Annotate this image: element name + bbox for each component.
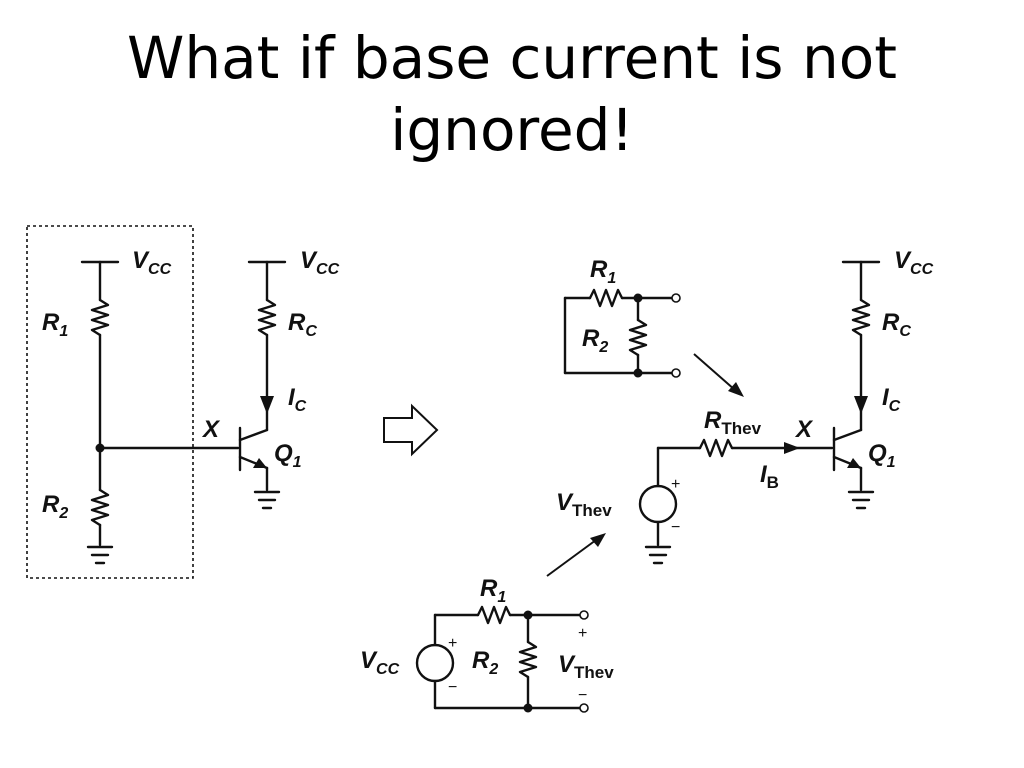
slide-title: What if base current is not ignored! <box>0 22 1024 166</box>
svg-text:VThev: VThev <box>558 651 614 682</box>
vthev-subcircuit: R1 + − VCC R2 + VThev − <box>360 533 614 713</box>
svg-text:R2: R2 <box>582 325 608 356</box>
equivalence-arrow-icon <box>383 403 439 457</box>
vcc-rail-collector-left: VCC <box>247 247 340 278</box>
svg-text:VCC: VCC <box>894 247 934 278</box>
svg-text:R2: R2 <box>472 647 498 678</box>
title-line-2: ignored! <box>390 96 634 164</box>
svg-text:IC: IC <box>882 384 901 415</box>
svg-text:VCC: VCC <box>132 247 172 278</box>
svg-text:+: + <box>578 625 587 642</box>
resistor-r1: R1 <box>42 298 110 340</box>
svg-text:VCC: VCC <box>300 247 340 278</box>
svg-text:RThev: RThev <box>704 407 762 438</box>
svg-text:R1: R1 <box>42 309 68 340</box>
svg-text:+: + <box>671 476 680 493</box>
transistor-q1-left: Q1 <box>238 426 302 472</box>
svg-text:Q1: Q1 <box>868 440 896 471</box>
vcc-rail-left: VCC <box>80 247 172 278</box>
svg-text:−: − <box>448 679 457 696</box>
svg-text:−: − <box>671 519 680 536</box>
svg-text:−: − <box>578 687 587 704</box>
thevenin-equivalent-circuit: RThev IB X + − VThev VCC RC IC Q1 <box>556 247 934 565</box>
ground-left-emitter <box>253 490 281 510</box>
svg-text:VCC: VCC <box>360 647 400 678</box>
svg-text:+: + <box>448 635 457 652</box>
svg-text:R2: R2 <box>42 491 68 522</box>
left-circuit: VCC R1 R2 X VCC RC <box>26 225 340 579</box>
ic-arrow-left: IC <box>260 384 307 415</box>
node-x-label-right: X <box>794 416 814 443</box>
svg-text:R1: R1 <box>590 256 616 287</box>
svg-text:Q1: Q1 <box>274 440 302 471</box>
svg-text:R1: R1 <box>480 575 506 606</box>
rthev-subcircuit: R1 R2 <box>563 256 744 397</box>
divider-dashed-box <box>26 225 194 579</box>
node-x-label-left: X <box>201 416 221 443</box>
svg-text:VThev: VThev <box>556 489 612 520</box>
svg-text:RC: RC <box>882 309 911 340</box>
svg-text:IB: IB <box>760 461 779 492</box>
svg-text:IC: IC <box>288 384 307 415</box>
resistor-rc-left: RC <box>257 298 317 340</box>
ground-left-divider <box>86 545 114 565</box>
svg-text:RC: RC <box>288 309 317 340</box>
title-line-1: What if base current is not <box>127 24 897 92</box>
resistor-r2: R2 <box>42 488 110 527</box>
